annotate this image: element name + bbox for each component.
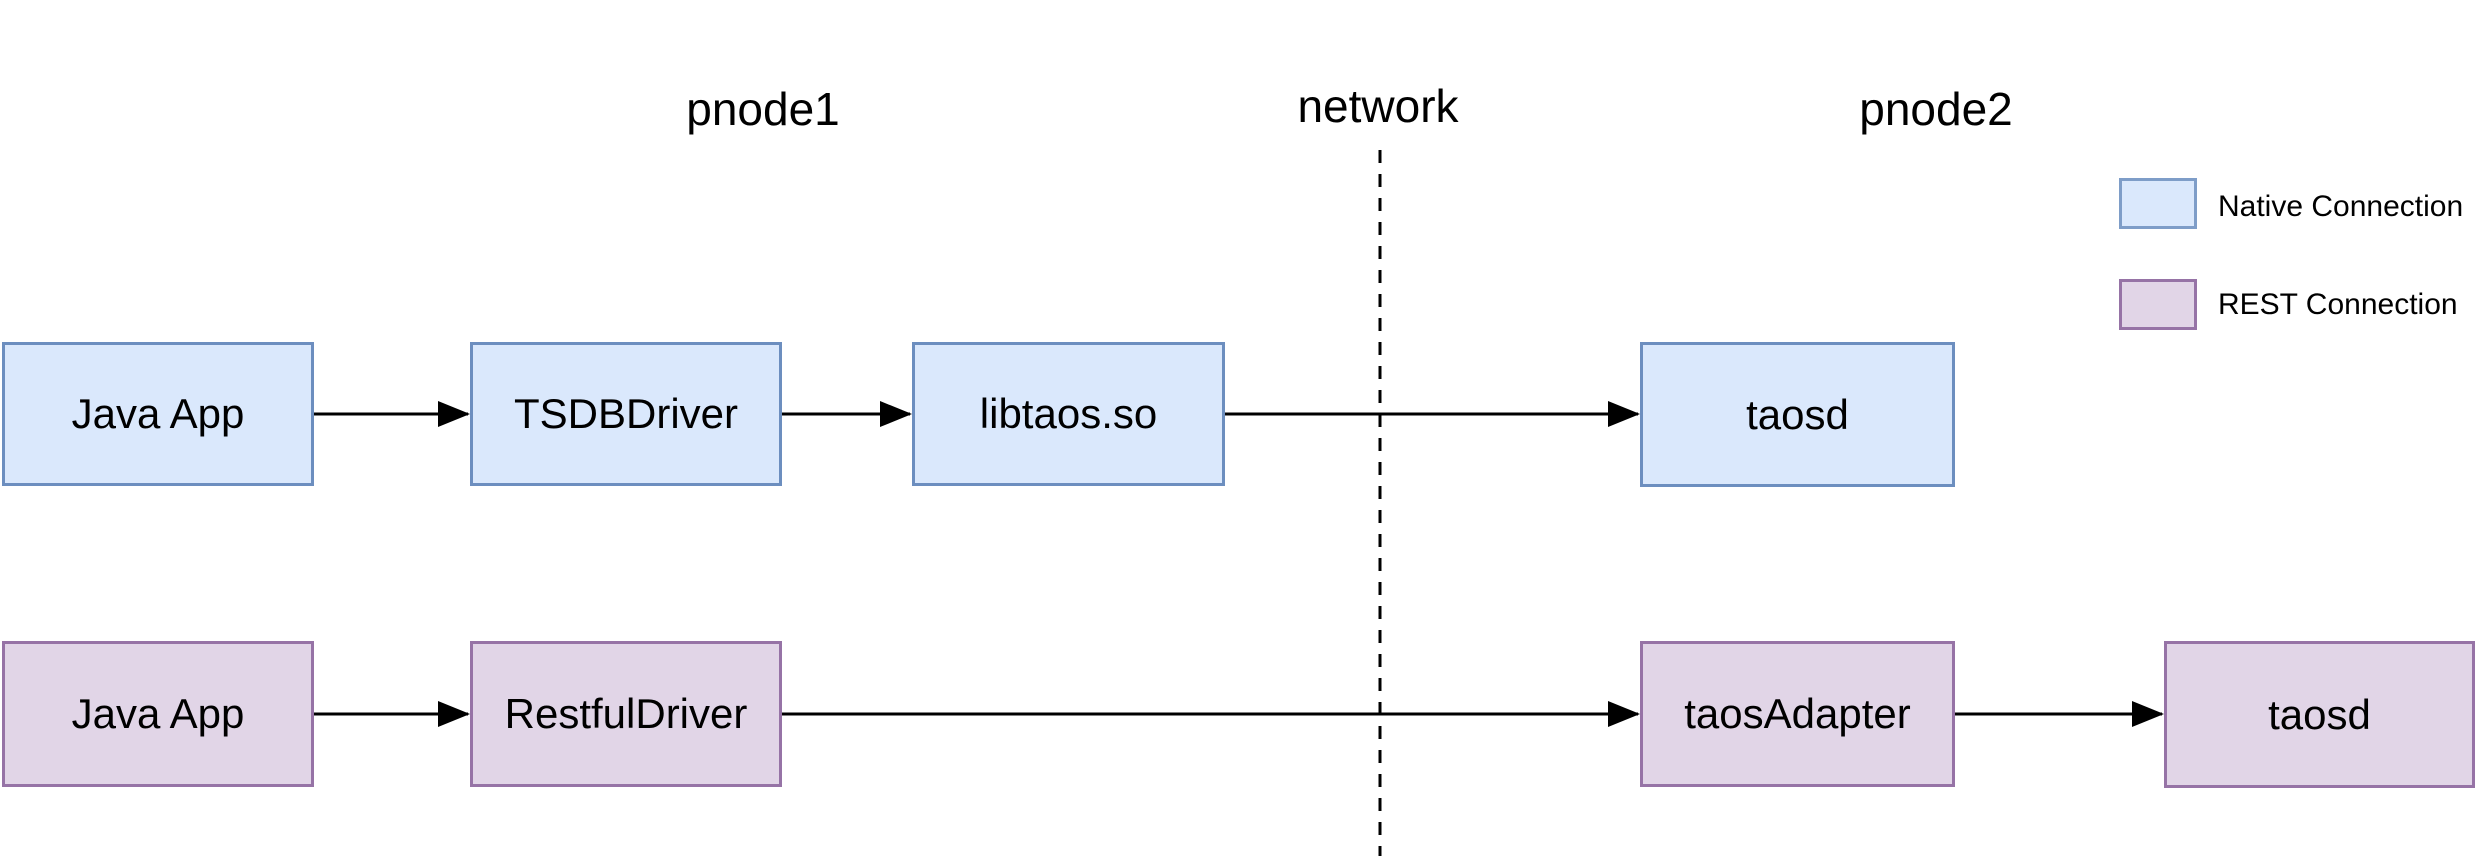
legend-swatch-rest [2119, 279, 2197, 330]
zone-label-network: network [1297, 80, 1459, 132]
node-native-libtaos-so: libtaos.so [912, 342, 1225, 486]
legend-label-native: Native Connection [2218, 190, 2464, 223]
node-native-tsdbdriver: TSDBDriver [470, 342, 782, 486]
node-rest-restfuldriver: RestfulDriver [470, 641, 782, 787]
node-rest-taosd: taosd [2164, 641, 2475, 788]
node-native-java-app: Java App [2, 342, 314, 486]
node-label: taosAdapter [1684, 690, 1911, 737]
node-label: Java App [71, 690, 245, 737]
zone-label-pnode2: pnode2 [1859, 83, 2013, 135]
legend-label-rest: REST Connection [2218, 288, 2458, 321]
zone-label-pnode1: pnode1 [686, 83, 840, 135]
node-label: RestfulDriver [504, 690, 748, 737]
legend-swatch-native [2119, 178, 2197, 229]
node-label: libtaos.so [979, 390, 1158, 437]
node-label: taosd [1746, 390, 1849, 438]
node-label: Java App [71, 390, 245, 437]
node-rest-java-app: Java App [2, 641, 314, 787]
node-native-taosd: taosd [1640, 342, 1955, 487]
node-label: TSDBDriver [513, 390, 738, 437]
node-rest-taosadapter: taosAdapter [1640, 641, 1955, 787]
node-label: taosd [2268, 690, 2371, 738]
